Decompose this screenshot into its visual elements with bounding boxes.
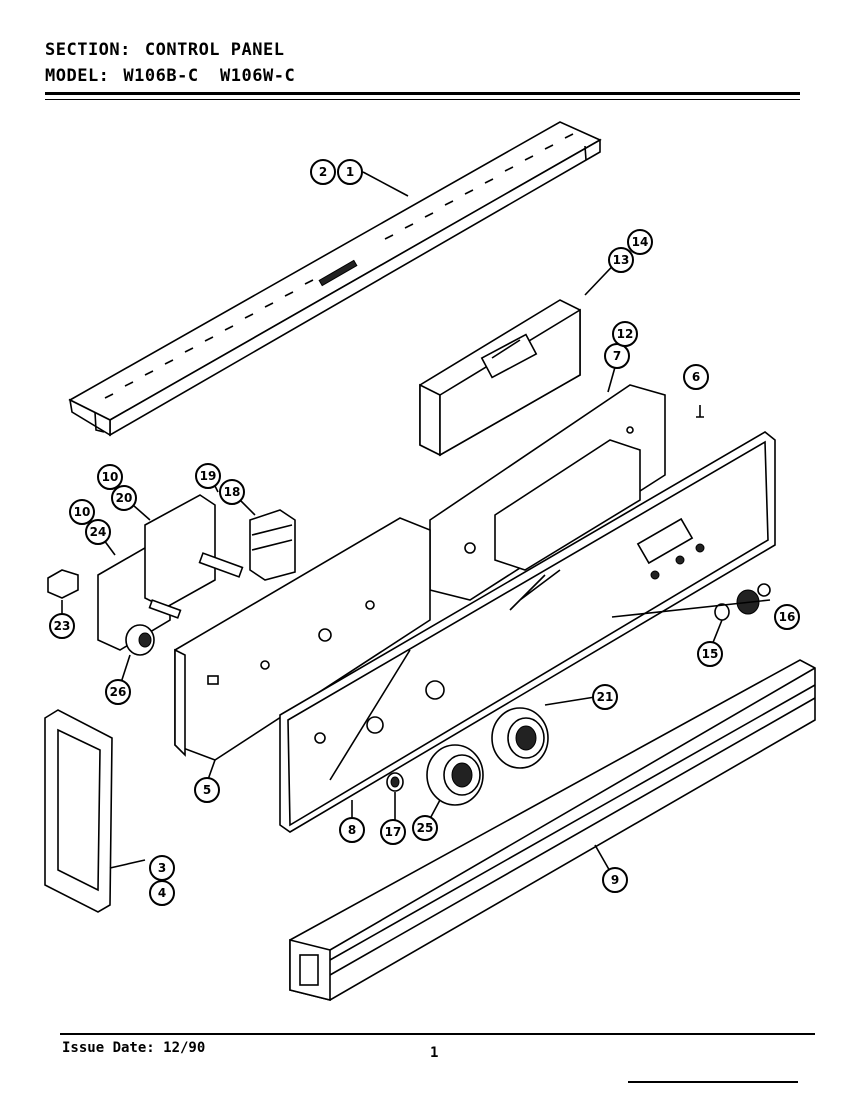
svg-text:24: 24 bbox=[90, 525, 107, 539]
svg-text:6: 6 bbox=[692, 370, 700, 384]
svg-text:21: 21 bbox=[597, 690, 614, 704]
corner-mark bbox=[628, 1081, 798, 1083]
knob-17-part bbox=[386, 772, 404, 792]
svg-text:10: 10 bbox=[102, 470, 119, 484]
callout-2: 2 bbox=[310, 159, 336, 185]
callout-5: 5 bbox=[194, 777, 220, 803]
front-bracket-part bbox=[174, 517, 431, 761]
knob-16-part bbox=[736, 583, 771, 615]
callout-10-top: 10 bbox=[97, 464, 123, 490]
svg-text:23: 23 bbox=[54, 619, 71, 633]
section-label: SECTION: bbox=[45, 40, 131, 60]
callout-7: 7 bbox=[604, 343, 630, 369]
top-rail-part bbox=[68, 121, 602, 437]
svg-text:1: 1 bbox=[346, 165, 354, 179]
control-panel-glass-part bbox=[279, 431, 776, 833]
svg-text:3: 3 bbox=[158, 861, 166, 875]
screw-part bbox=[696, 405, 704, 418]
svg-text:5: 5 bbox=[203, 783, 211, 797]
callout-12: 12 bbox=[612, 321, 638, 347]
svg-text:9: 9 bbox=[611, 873, 619, 887]
callout-18: 18 bbox=[219, 479, 245, 505]
svg-text:12: 12 bbox=[617, 327, 634, 341]
svg-text:17: 17 bbox=[385, 825, 402, 839]
callout-25: 25 bbox=[412, 815, 438, 841]
model-line: MODEL: W106B-C W106W-C bbox=[45, 66, 295, 86]
callout-3: 3 bbox=[149, 855, 175, 881]
svg-text:7: 7 bbox=[613, 349, 621, 363]
svg-text:20: 20 bbox=[116, 491, 133, 505]
callout-15: 15 bbox=[697, 641, 723, 667]
svg-text:15: 15 bbox=[702, 647, 719, 661]
svg-text:14: 14 bbox=[632, 235, 649, 249]
callout-16: 16 bbox=[774, 604, 800, 630]
callout-6: 6 bbox=[683, 364, 709, 390]
svg-text:13: 13 bbox=[613, 253, 630, 267]
section-line: SECTION: CONTROL PANEL bbox=[45, 40, 284, 60]
knob-25-part bbox=[426, 744, 484, 806]
page-number: 1 bbox=[430, 1045, 439, 1061]
end-cap-part bbox=[44, 709, 113, 913]
callout-8: 8 bbox=[339, 817, 365, 843]
svg-text:18: 18 bbox=[224, 485, 241, 499]
callout-10-left: 10 bbox=[69, 499, 95, 525]
callout-9: 9 bbox=[602, 867, 628, 893]
issue-date: Issue Date: 12/90 bbox=[62, 1040, 206, 1056]
svg-text:16: 16 bbox=[779, 610, 796, 624]
model-label: MODEL: bbox=[45, 66, 110, 86]
callout-14: 14 bbox=[627, 229, 653, 255]
section-value: CONTROL PANEL bbox=[144, 40, 285, 60]
footer-rule bbox=[60, 1033, 815, 1035]
callout-19: 19 bbox=[195, 463, 221, 489]
svg-text:8: 8 bbox=[348, 823, 356, 837]
bottom-rail-part bbox=[289, 659, 816, 1002]
svg-text:2: 2 bbox=[319, 165, 327, 179]
svg-text:19: 19 bbox=[200, 469, 217, 483]
svg-text:25: 25 bbox=[417, 821, 434, 835]
timer-module-part bbox=[419, 299, 581, 457]
svg-text:4: 4 bbox=[158, 886, 166, 900]
callout-20: 20 bbox=[111, 485, 137, 511]
callout-17: 17 bbox=[380, 819, 406, 845]
callout-1: 1 bbox=[337, 159, 363, 185]
callout-23: 23 bbox=[49, 613, 75, 639]
callout-26: 26 bbox=[105, 679, 131, 705]
callout-21: 21 bbox=[592, 684, 618, 710]
switch-assembly-part bbox=[47, 494, 296, 656]
svg-text:10: 10 bbox=[74, 505, 91, 519]
callout-24: 24 bbox=[85, 519, 111, 545]
header-rule-thin bbox=[45, 99, 800, 100]
knob-21-part bbox=[491, 707, 549, 769]
callout-4: 4 bbox=[149, 880, 175, 906]
model-value: W106B-C W106W-C bbox=[123, 66, 296, 86]
header-rule-thick bbox=[45, 92, 800, 95]
svg-text:26: 26 bbox=[110, 685, 127, 699]
callout-13: 13 bbox=[608, 247, 634, 273]
